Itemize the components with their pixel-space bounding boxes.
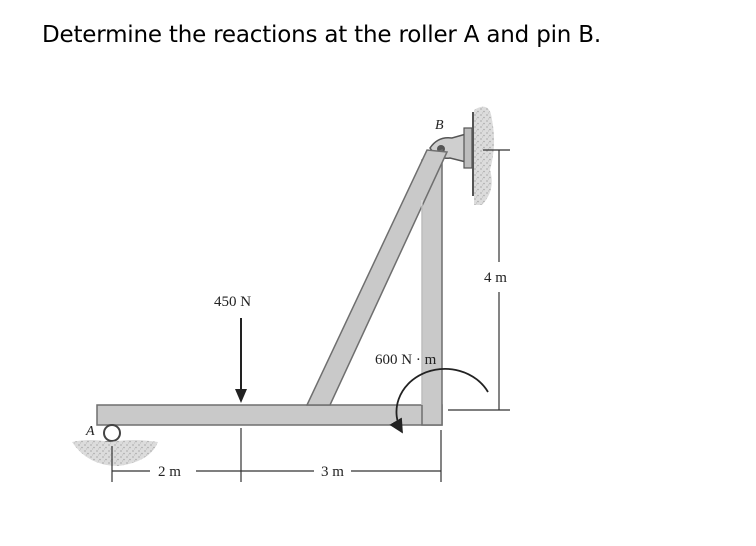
couple-moment-arrow (389, 367, 489, 434)
frame-member (96, 148, 449, 426)
question-text: Determine the reactions at the roller A … (42, 22, 601, 48)
point-a-label: A (85, 424, 95, 439)
dimension-3m-label: 3 m (321, 464, 344, 480)
point-b-label: B (435, 118, 444, 133)
wall-support-b (472, 106, 495, 205)
load-450n-arrow (235, 318, 247, 403)
roller-support-a (72, 424, 158, 466)
couple-moment-label: 600 N · m (375, 352, 437, 368)
dimension-lines (111, 149, 510, 482)
dimension-4m-label: 4 m (484, 270, 507, 286)
load-450n-label: 450 N (214, 294, 251, 310)
dimension-2m-label: 2 m (158, 464, 181, 480)
